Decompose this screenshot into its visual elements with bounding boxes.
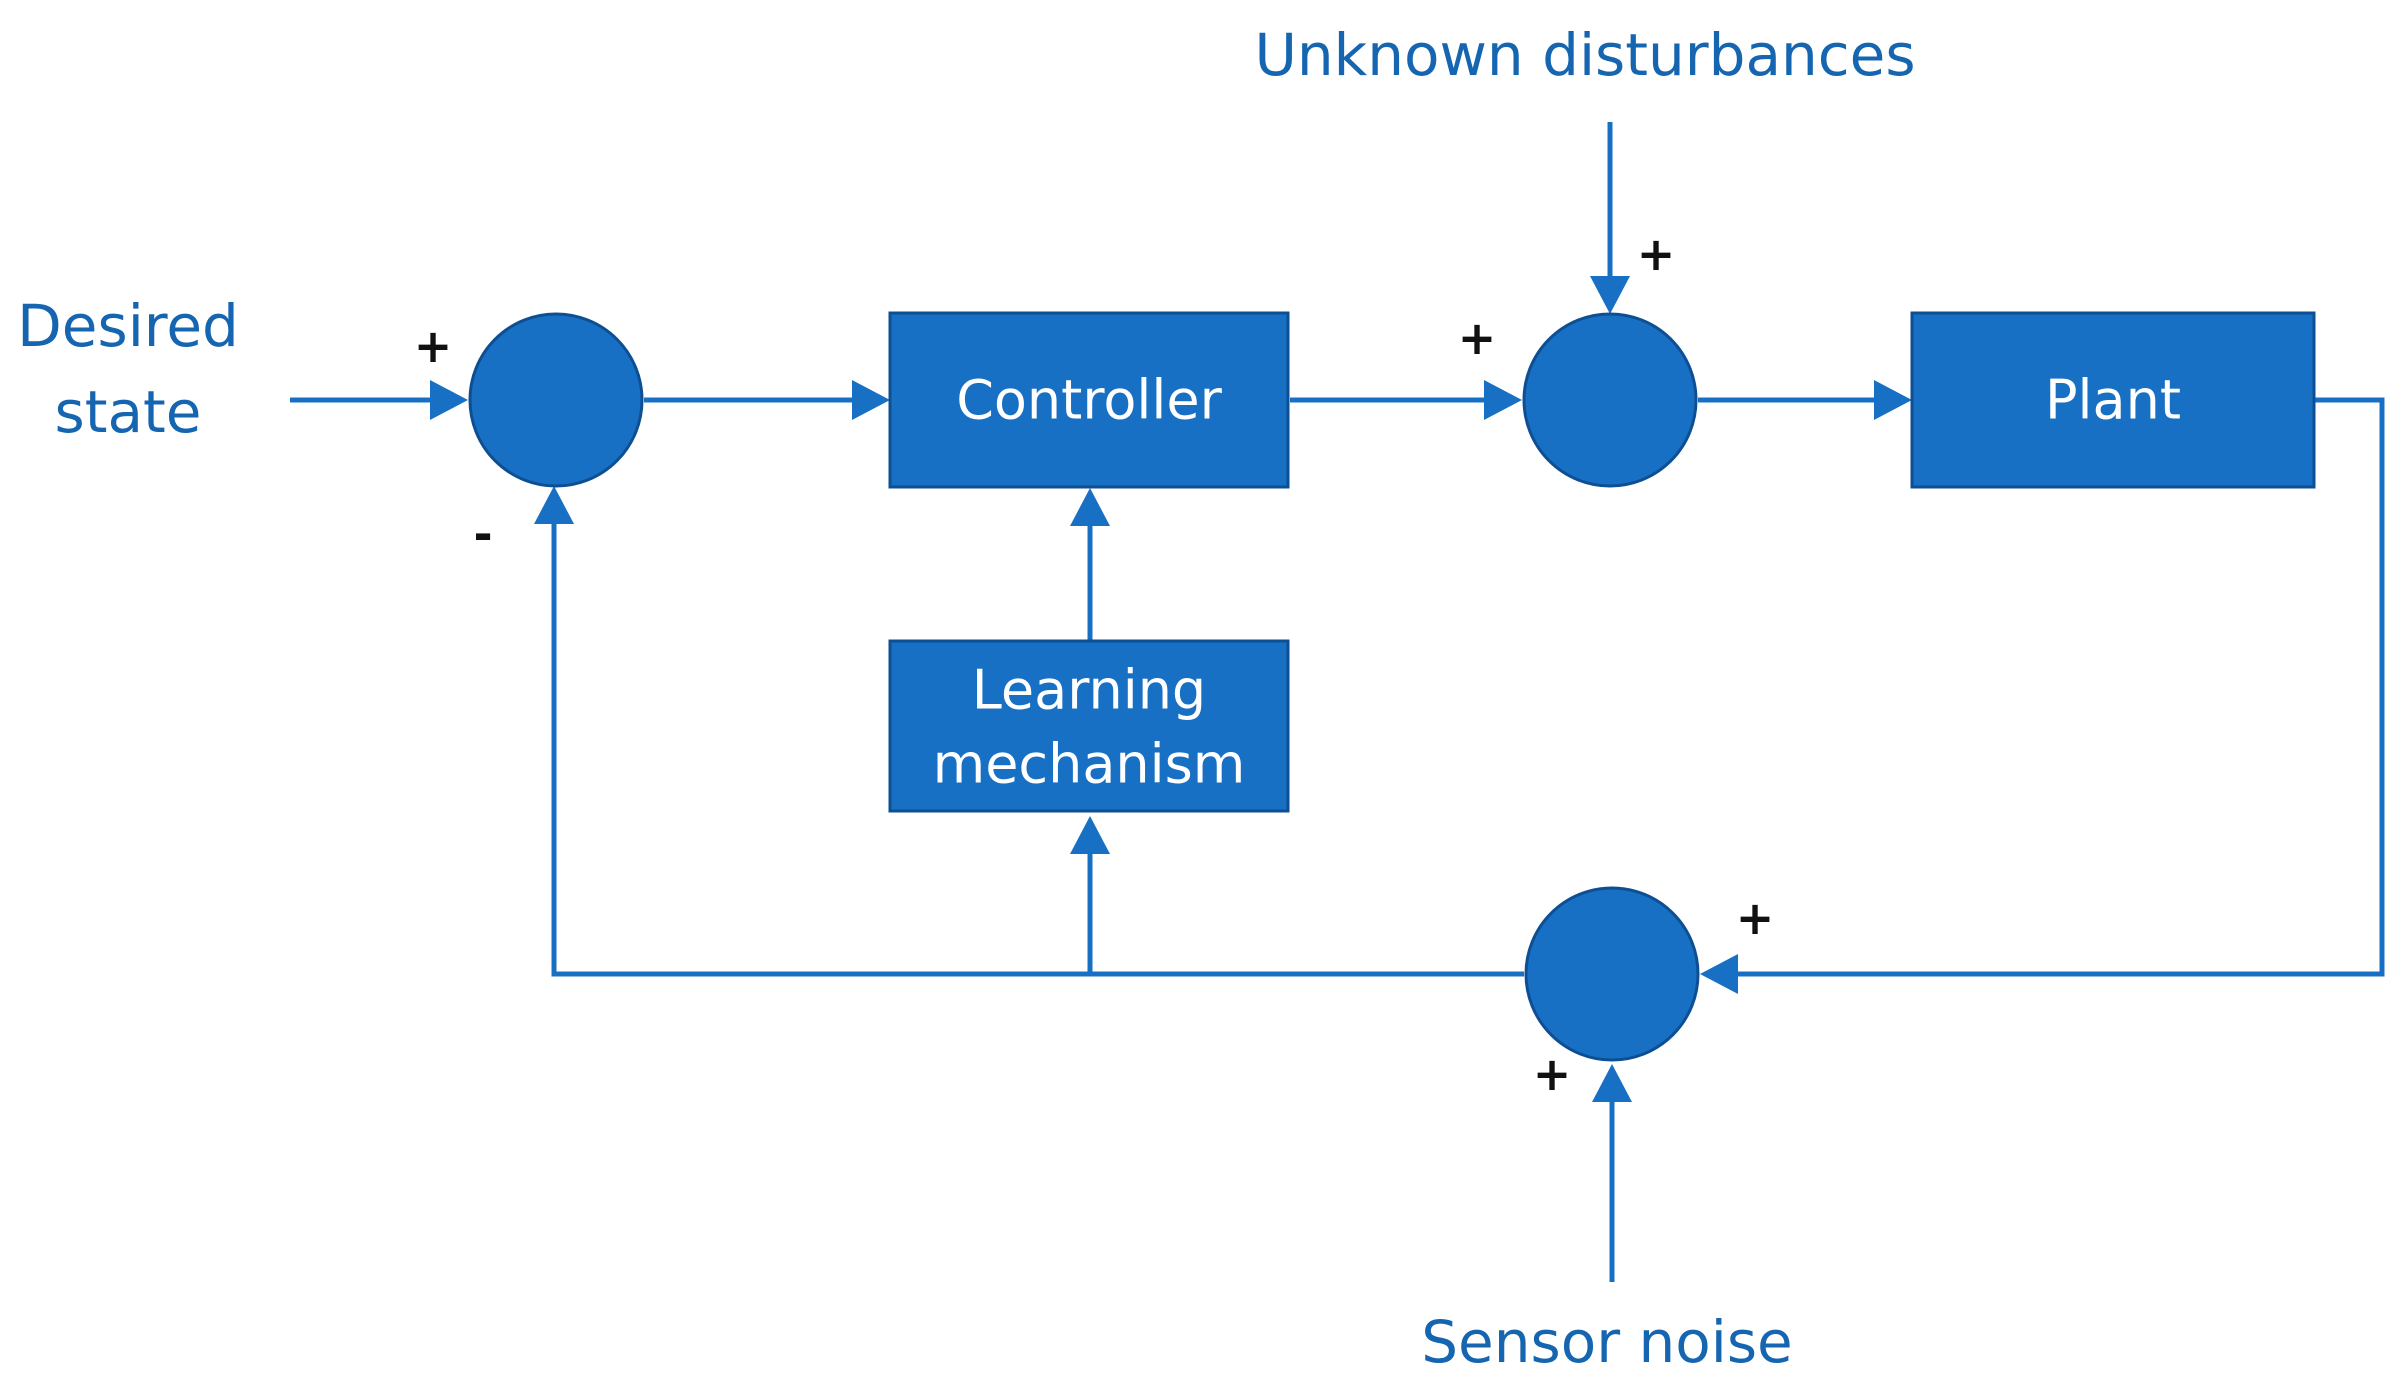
sign-sum1-input: +: [414, 319, 453, 373]
summing-junction-1: [468, 312, 644, 488]
controller-block: [888, 311, 1290, 489]
arrowhead-sum1-input: [430, 380, 468, 420]
arrowhead-sum2-left: [1484, 380, 1522, 420]
sign-sum3-noise: +: [1533, 1047, 1572, 1101]
sign-sum2-disturbance: +: [1637, 227, 1676, 281]
sensor-noise-label: Sensor noise: [1421, 1308, 1793, 1376]
desired-state-label-line2: state: [55, 378, 202, 446]
arrowhead-sum2-top: [1590, 276, 1630, 314]
arrowhead-plant-input: [1874, 380, 1912, 420]
arrowhead-sum3-bottom: [1592, 1064, 1632, 1102]
feedback-to-sum1: [551, 524, 1524, 977]
learning-mechanism-label-line1: Learning: [972, 659, 1206, 722]
sign-sum1-feedback: -: [473, 507, 492, 561]
controller-label: Controller: [956, 369, 1222, 432]
plant-label: Plant: [2045, 369, 2181, 432]
arrowhead-sum3-right: [1700, 954, 1738, 994]
arrowhead-controller-input: [852, 380, 890, 420]
desired-state-label-line1: Desired: [17, 292, 239, 360]
unknown-disturbances-label: Unknown disturbances: [1254, 21, 1915, 89]
learning-mechanism-label-line2: mechanism: [933, 733, 1246, 796]
arrowhead-sum1-bottom: [534, 486, 574, 524]
arrowhead-learning-input: [1070, 816, 1110, 854]
sign-sum2-controller: +: [1458, 311, 1497, 365]
sign-sum3-plant: +: [1736, 891, 1775, 945]
summing-junction-2: [1522, 312, 1698, 488]
arrowhead-controller-bottom: [1070, 488, 1110, 526]
learning-mechanism-block: [888, 639, 1290, 813]
plant-block: [1910, 311, 2316, 489]
feedback-from-plant: [1738, 397, 2385, 977]
summing-junction-3: [1524, 886, 1700, 1062]
connections: [290, 122, 2385, 1282]
